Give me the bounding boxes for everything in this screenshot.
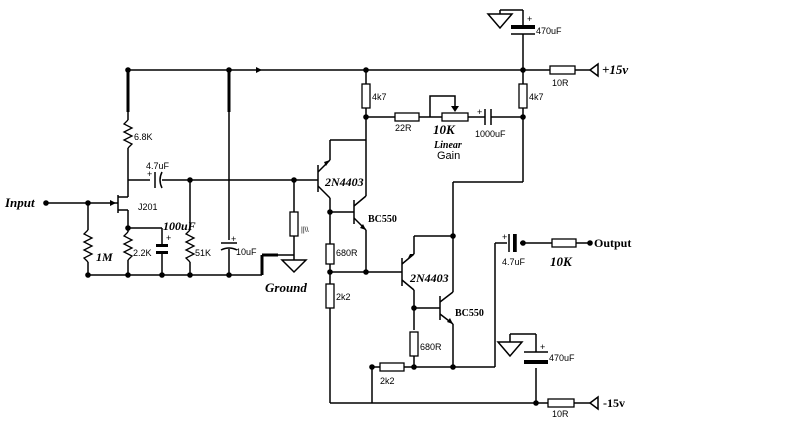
input-label: Input <box>4 195 35 210</box>
transistor-q4-bc550 <box>439 291 454 325</box>
plus-mark: + <box>477 107 482 117</box>
r-680-b-label: 680R <box>420 342 442 352</box>
c-4u7-output-label: 4.7uF <box>502 257 526 267</box>
r-22r-label: 22R <box>395 123 412 133</box>
r-6k8-label: 6.8K <box>134 132 153 142</box>
plus15-label: +15v <box>602 62 628 77</box>
gain-linear-label: Linear <box>433 140 462 151</box>
transistor-q3-2n4403 <box>401 253 415 291</box>
ground-label: Ground <box>265 280 307 295</box>
jfet-label: J201 <box>138 202 158 212</box>
minus15-label: -15v <box>603 396 625 410</box>
ground-bus <box>88 253 294 276</box>
q4-label: BC550 <box>455 308 484 319</box>
q1-label: 2N4403 <box>324 175 364 189</box>
r-2k2-source-label: 2.2K <box>133 248 152 258</box>
negative-rail <box>330 395 599 411</box>
c-470u-bottom-label: 470uF <box>549 353 575 363</box>
plus-mark: + <box>527 14 532 24</box>
r-10r-bottom-label: 10R <box>552 409 569 419</box>
resistor-6k8 <box>122 119 134 149</box>
c-470u-top-label: 470uF <box>536 26 562 36</box>
plus-mark: + <box>540 342 545 352</box>
c-100u-label: 100uF <box>163 219 196 233</box>
resistor-1m <box>82 229 94 263</box>
r-10r-top-label: 10R <box>552 78 569 88</box>
r-4k7-b-label: 4k7 <box>529 92 544 102</box>
capacitor-1000u <box>484 109 492 125</box>
capacitor-470u-bottom <box>496 333 548 364</box>
capacitor-470u-top <box>486 9 535 35</box>
gain-pot-value: 10K <box>433 122 456 137</box>
gain-label: Gain <box>437 150 460 162</box>
junction-dots <box>43 67 593 406</box>
plus-mark: + <box>502 232 507 242</box>
plus-mark: + <box>166 233 171 243</box>
r-680-a-label: 680R <box>336 248 358 258</box>
resistor-2k2-source <box>122 231 134 261</box>
capacitor-4u7-input <box>154 171 163 189</box>
transistor-q1-2n4403 <box>317 139 366 199</box>
q3-label: 2N4403 <box>409 271 449 285</box>
capacitor-100u <box>156 228 168 275</box>
r-2k2-b-label: 2k2 <box>380 376 395 386</box>
output-label: Output <box>594 236 631 250</box>
capacitor-4u7-output <box>508 234 517 252</box>
plus-mark: + <box>147 169 152 179</box>
resistor-51k <box>184 229 196 263</box>
q2-label: BC550 <box>368 214 397 225</box>
capacitor-10u <box>220 242 238 251</box>
c-1000u-label: 1000uF <box>475 129 506 139</box>
plus-mark: + <box>231 234 236 244</box>
hash-mark: ||\\ <box>301 227 309 234</box>
r-51k-label: 51K <box>195 248 211 258</box>
r-2k2-a-label: 2k2 <box>336 292 351 302</box>
output-resistor-value: 10K <box>550 254 573 269</box>
r-1m-label: 1M <box>96 250 113 264</box>
jfet-j201 <box>110 195 128 213</box>
transistor-q2-bc550 <box>353 195 367 231</box>
r-4k7-a-label: 4k7 <box>372 92 387 102</box>
positive-rail <box>128 62 599 78</box>
c-4u7-input-label: 4.7uF <box>146 161 170 171</box>
c-10u-label: 10uF <box>236 247 257 257</box>
